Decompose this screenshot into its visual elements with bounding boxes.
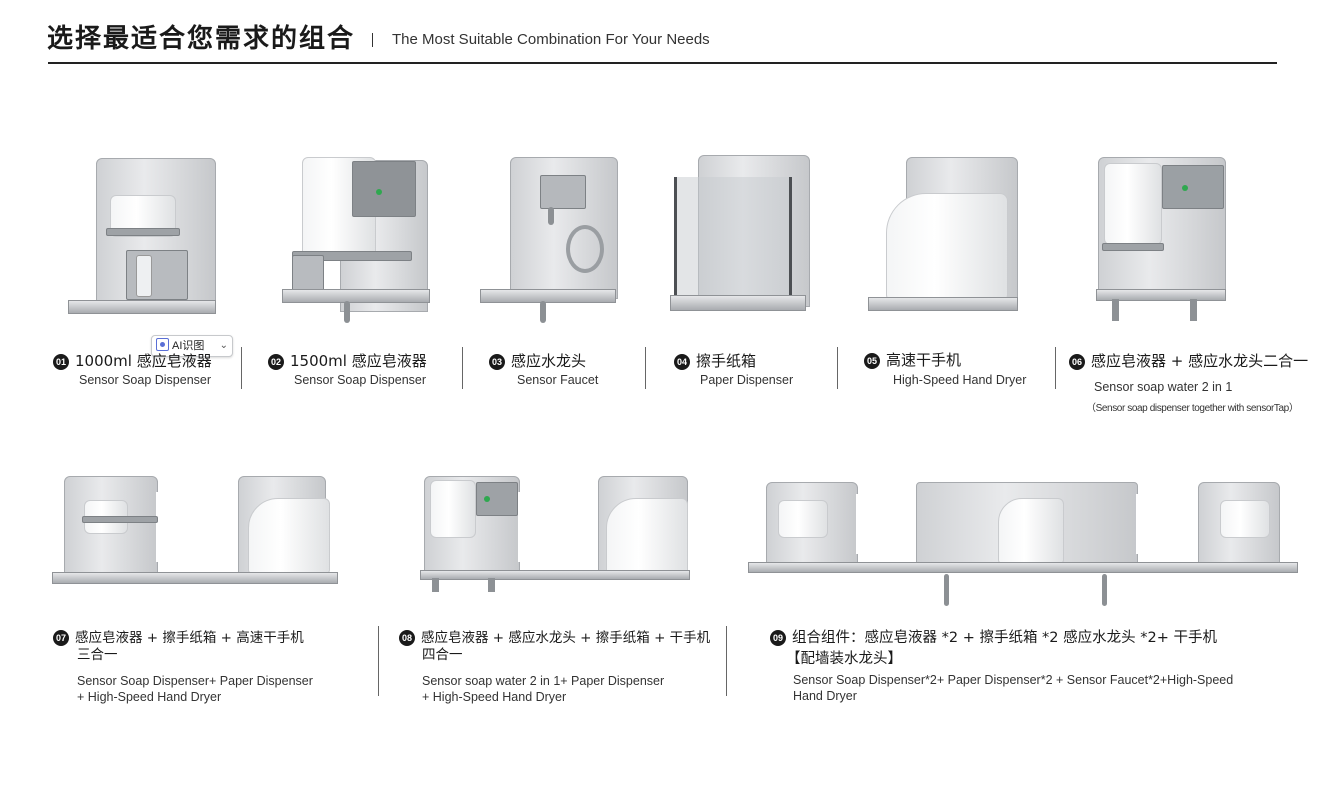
number-badge: 03	[489, 353, 505, 370]
number-badge: 07	[53, 630, 69, 646]
product-image-02	[280, 155, 430, 327]
title-separator	[372, 33, 373, 47]
product-title-04: 04 擦手纸箱	[674, 350, 756, 371]
product-name-en: Paper Dispenser	[700, 373, 794, 387]
ai-scan-icon	[156, 338, 169, 351]
combo-name-en: Sensor Soap Dispenser+ Paper Dispenser	[77, 674, 313, 688]
combo-subtitle-cn: 【配墙装水龙头】	[786, 651, 902, 667]
combo-image-07	[52, 476, 338, 584]
product-title-01: 01 1000ml 感应皂液器	[53, 350, 212, 371]
number-badge: 09	[770, 630, 786, 646]
column-divider	[645, 347, 646, 389]
combo-subtitle-cn: 三合一	[77, 647, 118, 663]
combo-name-en-line2: + High-Speed Hand Dryer	[77, 690, 222, 704]
column-divider	[241, 347, 242, 389]
product-name-en: Sensor Faucet	[517, 373, 599, 387]
product-name-en-note: （Sensor soap dispenser together with sen…	[1086, 403, 1299, 414]
combo-title-08: 08 感应皂液器 + 感应水龙头 + 擦手纸箱 + 干手机	[399, 630, 710, 647]
number-badge: 08	[399, 630, 415, 646]
ai-recognize-button[interactable]: AI识图 ⌄	[151, 335, 233, 357]
product-image-01	[66, 155, 216, 327]
product-title-05: 05 高速干手机	[864, 349, 961, 370]
combo-image-08	[418, 476, 690, 592]
column-divider	[1055, 347, 1056, 389]
product-image-05	[866, 155, 1018, 327]
combo-name-cn: 感应皂液器 + 擦手纸箱 + 高速干手机	[75, 630, 304, 646]
number-badge: 01	[53, 353, 69, 370]
combo-subtitle-cn: 四合一	[422, 647, 463, 663]
number-badge: 06	[1069, 353, 1085, 370]
combo-name-en-line2: Hand Dryer	[793, 689, 857, 703]
product-name-cn: 擦手纸箱	[696, 352, 757, 370]
product-name-cn: 感应皂液器 + 感应水龙头二合一	[1091, 352, 1309, 370]
product-name-cn: 高速干手机	[886, 351, 962, 369]
product-name-cn: 1000ml 感应皂液器	[75, 352, 212, 370]
combo-name-en-line2: + High-Speed Hand Dryer	[422, 690, 567, 704]
number-badge: 04	[674, 353, 690, 370]
combo-name-cn: 组合组件：感应皂液器 *2 + 擦手纸箱 *2 感应水龙头 *2+ 干手机	[792, 630, 1217, 646]
column-divider	[462, 347, 463, 389]
page-title: 选择最适合您需求的组合	[47, 24, 356, 54]
product-name-en: Sensor soap water 2 in 1	[1094, 380, 1233, 394]
combo-name-en: Sensor Soap Dispenser*2+ Paper Dispenser…	[793, 673, 1234, 687]
ai-tag-label: AI识图	[172, 340, 205, 352]
product-name-en: Sensor Soap Dispenser	[294, 373, 427, 387]
product-title-03: 03 感应水龙头	[489, 350, 586, 371]
product-title-02: 02 1500ml 感应皂液器	[268, 350, 427, 371]
page-subtitle: The Most Suitable Combination For Your N…	[392, 31, 710, 48]
column-divider	[726, 626, 727, 696]
header-divider	[48, 62, 1277, 64]
product-title-06: 06 感应皂液器 + 感应水龙头二合一	[1069, 350, 1308, 371]
number-badge: 02	[268, 353, 284, 370]
combo-title-09: 09 组合组件：感应皂液器 *2 + 擦手纸箱 *2 感应水龙头 *2+ 干手机	[770, 630, 1217, 647]
product-name-en: Sensor Soap Dispenser	[79, 373, 212, 387]
chevron-down-icon: ⌄	[219, 340, 228, 351]
combo-name-cn: 感应皂液器 + 感应水龙头 + 擦手纸箱 + 干手机	[421, 630, 711, 646]
product-name-cn: 1500ml 感应皂液器	[290, 352, 427, 370]
product-image-03	[478, 155, 618, 327]
product-image-06	[1094, 155, 1226, 327]
column-divider	[378, 626, 379, 696]
combo-title-07: 07 感应皂液器 + 擦手纸箱 + 高速干手机	[53, 630, 304, 647]
product-image-04	[668, 155, 810, 327]
product-name-en: High-Speed Hand Dryer	[893, 373, 1027, 387]
combo-image-09	[748, 480, 1298, 610]
combo-name-en: Sensor soap water 2 in 1+ Paper Dispense…	[422, 674, 665, 688]
product-name-cn: 感应水龙头	[511, 352, 587, 370]
number-badge: 05	[864, 352, 880, 369]
column-divider	[837, 347, 838, 389]
